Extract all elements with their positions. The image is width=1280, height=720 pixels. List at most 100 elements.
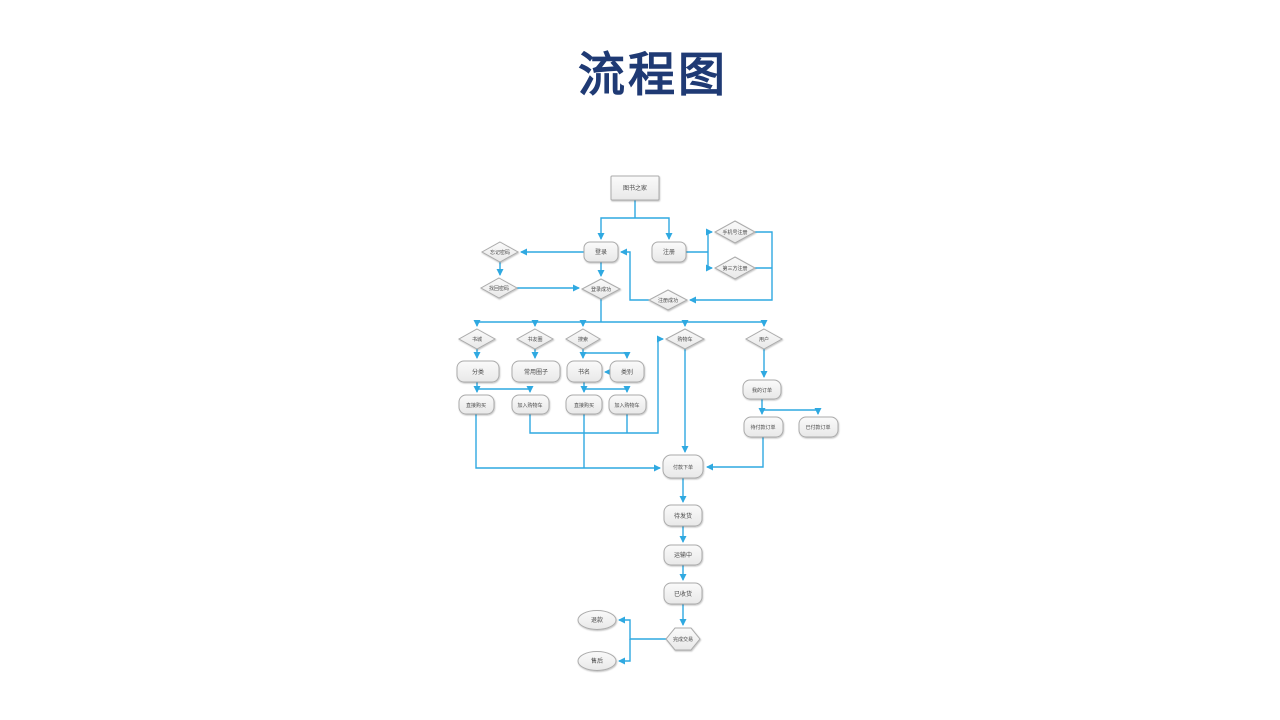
node-search-label: 搜索 [578, 336, 588, 343]
node-forgot-pwd-shape [480, 241, 520, 263]
node-complete-label: 完成交易 [673, 636, 693, 643]
node-category-shape [609, 360, 645, 383]
node-common-circles-shape [511, 360, 561, 383]
node-paid-orders: 已付款订单 [798, 416, 839, 438]
node-book-city-shape [457, 328, 497, 350]
node-category-label: 类别 [621, 368, 633, 376]
node-book-name: 书名 [566, 360, 603, 383]
node-after-sale: 售后 [577, 651, 617, 671]
node-buy-now-1: 直接购买 [458, 394, 495, 415]
node-retrieve-pwd-shape [479, 277, 519, 299]
node-phone-reg-label: 手机号注册 [722, 229, 747, 236]
node-add-cart-1-shape [511, 394, 550, 415]
node-refund-shape [577, 610, 617, 630]
node-home-shape [610, 175, 660, 201]
node-login-success: 登录成功 [580, 278, 622, 300]
node-received: 已收货 [663, 582, 703, 605]
node-login-label: 登录 [595, 248, 607, 256]
node-forgot-pwd-label: 忘记密码 [490, 249, 510, 256]
node-add-cart-2-shape [608, 394, 647, 415]
node-complete: 完成交易 [665, 627, 701, 651]
node-pending-orders: 待付款订单 [743, 416, 784, 438]
node-pay-order: 付款下单 [662, 454, 704, 479]
node-forgot-pwd: 忘记密码 [480, 241, 520, 263]
node-paid-orders-label: 已付款订单 [805, 424, 830, 431]
node-buy-now-2-label: 直接购买 [574, 402, 594, 409]
node-book-circle: 书友圈 [515, 328, 555, 350]
node-user: 用户 [744, 328, 784, 350]
connectors [473, 200, 822, 665]
node-login-success-shape [580, 278, 622, 300]
node-login-shape [583, 241, 619, 263]
node-user-label: 用户 [759, 336, 769, 343]
node-search-shape [565, 328, 601, 350]
node-buy-now-2: 直接购买 [565, 394, 603, 415]
node-third-reg-label: 第三方注册 [722, 265, 747, 272]
node-third-reg-shape [713, 256, 757, 280]
node-register-shape [651, 241, 687, 263]
edge-complete-after-sale [618, 639, 631, 665]
edge-register-third-reg [706, 252, 713, 272]
node-in-transit-label: 运输中 [674, 551, 692, 559]
node-category: 类别 [609, 360, 645, 383]
node-add-cart-2: 加入购物车 [608, 394, 647, 415]
node-in-transit-shape [663, 544, 703, 566]
node-refund-label: 退款 [591, 616, 603, 624]
node-classify-shape [456, 360, 500, 383]
node-login-success-label: 登录成功 [591, 286, 611, 293]
node-register: 注册 [651, 241, 687, 263]
node-user-shape [744, 328, 784, 350]
node-cart-shape [664, 328, 706, 350]
node-await-ship-shape [663, 504, 703, 527]
node-home-label: 图书之家 [623, 184, 647, 192]
edge-home-register [635, 217, 673, 240]
node-register-success-label: 注册成功 [658, 297, 678, 304]
node-buy-now-1-label: 直接购买 [466, 402, 486, 409]
nodes: 图书之家 登录 注册 手机号注册 第三方注册 忘记密码 找回密码 [456, 175, 839, 671]
node-add-cart-1-label: 加入购物车 [517, 402, 542, 409]
node-common-circles: 常用圈子 [511, 360, 561, 383]
node-book-name-label: 书名 [578, 368, 590, 376]
edge-home-login [597, 217, 635, 240]
node-buy-now-2-shape [565, 394, 603, 415]
node-received-shape [663, 582, 703, 605]
edge-classify-cart1 [477, 386, 534, 393]
edge-book-name-cart2 [584, 386, 631, 393]
node-pay-order-shape [662, 454, 704, 479]
node-paid-orders-shape [798, 416, 839, 438]
edge-pending-pay-order [706, 437, 764, 471]
node-search: 搜索 [565, 328, 601, 350]
node-in-transit: 运输中 [663, 544, 703, 566]
node-await-ship-label: 待发货 [674, 512, 692, 520]
node-cart-label: 购物车 [677, 336, 692, 343]
node-pending-orders-label: 待付款订单 [750, 424, 775, 431]
node-complete-shape [665, 627, 701, 651]
node-common-circles-label: 常用圈子 [524, 368, 548, 376]
node-received-label: 已收货 [674, 590, 692, 598]
node-pending-orders-shape [743, 416, 784, 438]
node-my-orders: 我的订单 [742, 379, 782, 400]
node-buy-now-1-shape [458, 394, 495, 415]
node-book-name-shape [566, 360, 603, 383]
node-book-circle-label: 书友圈 [527, 336, 542, 343]
node-book-circle-shape [515, 328, 555, 350]
node-book-city-label: 书城 [472, 336, 482, 343]
node-retrieve-pwd: 找回密码 [479, 277, 519, 299]
node-login: 登录 [583, 241, 619, 263]
edge-buy1-pay-order [475, 414, 661, 472]
node-third-reg: 第三方注册 [713, 256, 757, 280]
node-classify: 分类 [456, 360, 500, 383]
node-register-success: 注册成功 [647, 289, 689, 311]
node-my-orders-label: 我的订单 [752, 387, 772, 394]
node-add-cart-2-label: 加入购物车 [614, 402, 639, 409]
node-home: 图书之家 [610, 175, 660, 201]
node-retrieve-pwd-label: 找回密码 [489, 285, 509, 292]
node-after-sale-shape [577, 651, 617, 671]
node-phone-reg-shape [713, 220, 757, 244]
node-book-city: 书城 [457, 328, 497, 350]
node-add-cart-1: 加入购物车 [511, 394, 550, 415]
edge-my-orders-paid [762, 408, 822, 415]
node-after-sale-label: 售后 [591, 657, 603, 665]
node-pay-order-label: 付款下单 [673, 464, 693, 471]
